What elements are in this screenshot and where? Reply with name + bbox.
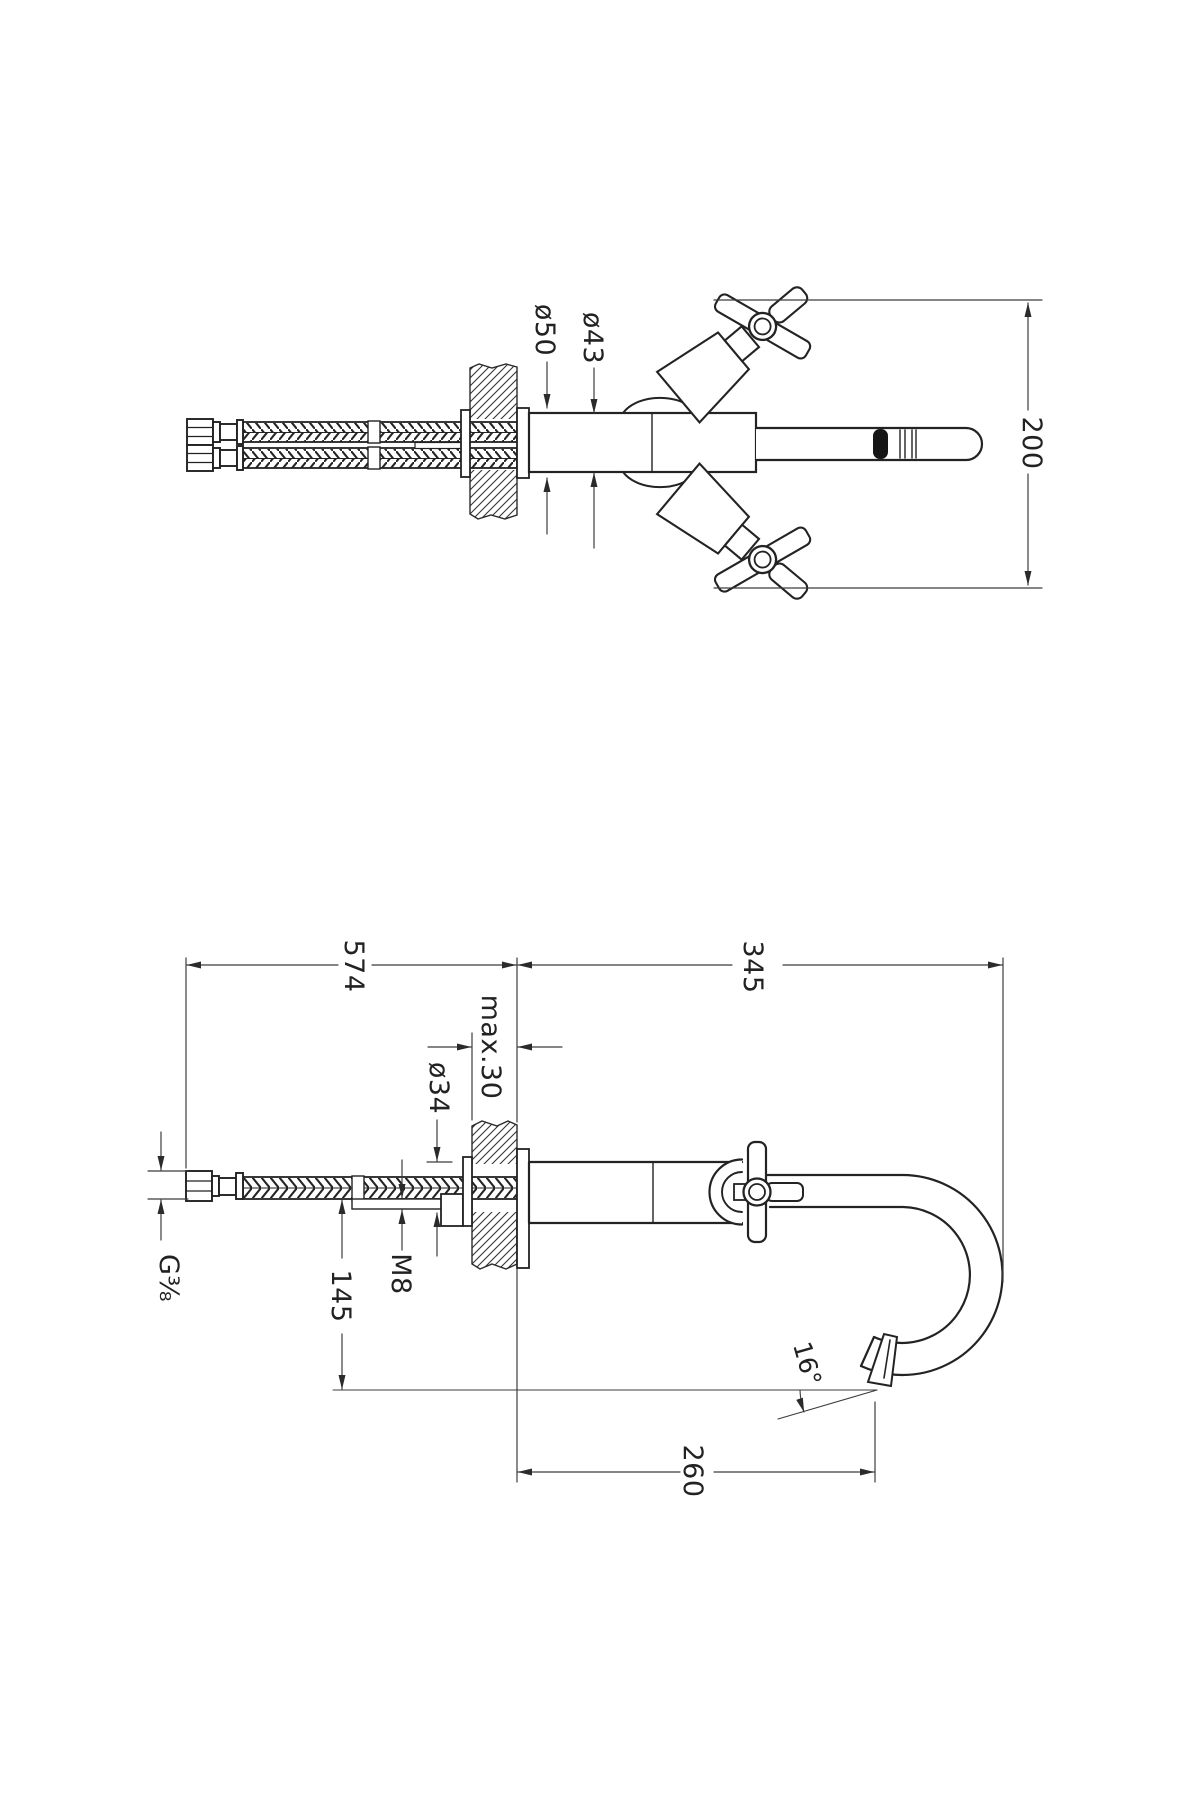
dim-dia43: ø43 (577, 312, 608, 549)
dim-200: 200 (713, 299, 1047, 589)
dim-345-label: 345 (737, 940, 768, 993)
top-view-backnut-washer (460, 409, 471, 478)
dim-angle16-label: 16° (787, 1338, 827, 1389)
top-view-spout (754, 426, 984, 462)
front-view-spout (708, 1158, 1004, 1388)
dim-g38: G⅜ (147, 1131, 189, 1302)
dim-dia50: ø50 (529, 304, 560, 535)
top-view-drawing: ø50 ø43 200 (186, 286, 1047, 600)
front-view-aerator-collar (866, 1332, 899, 1388)
top-view-aerator-band (873, 429, 888, 459)
dim-max30: max.30 (427, 995, 563, 1121)
dim-dia34-label: ø34 (423, 1062, 454, 1114)
top-view-handle-bottom (655, 461, 812, 600)
dim-260: 260 (516, 1268, 876, 1498)
top-view-base-flange (516, 407, 530, 479)
dim-m8: M8 (385, 1159, 416, 1295)
front-view-stud-nut (440, 1193, 464, 1227)
dim-574-label: 574 (338, 939, 369, 992)
dim-260-label: 260 (677, 1444, 708, 1497)
dim-max30-label: max.30 (475, 995, 506, 1100)
front-view-backnut-washer (462, 1156, 473, 1227)
front-view-handle (742, 1140, 804, 1244)
dim-m8-label: M8 (385, 1253, 416, 1294)
dim-145-label: 145 (325, 1269, 356, 1322)
dim-200-label: 200 (1016, 416, 1047, 469)
dim-dia43-label: ø43 (577, 312, 608, 364)
dim-574: 574 (185, 939, 518, 1169)
dim-345: 345 (517, 940, 1004, 1283)
dim-dia34: ø34 (423, 1062, 454, 1257)
front-view-base-flange (516, 1148, 530, 1269)
top-view-flex-hoses (242, 420, 518, 470)
front-view-drawing: 574 345 max.30 ø34 M8 (147, 939, 1004, 1498)
top-view-handle-top (655, 286, 812, 425)
dim-angle16: 16° (332, 1338, 878, 1420)
front-view-body (527, 1160, 744, 1225)
top-view-body (527, 396, 758, 489)
dim-dia50-label: ø50 (529, 304, 560, 356)
front-view-hose-fitting (185, 1170, 244, 1202)
dim-g38-label: G⅜ (153, 1254, 184, 1302)
front-view-flex-hose (242, 1175, 518, 1227)
dim-145: 145 (325, 1199, 356, 1390)
top-view-hose-fittings (186, 418, 244, 472)
